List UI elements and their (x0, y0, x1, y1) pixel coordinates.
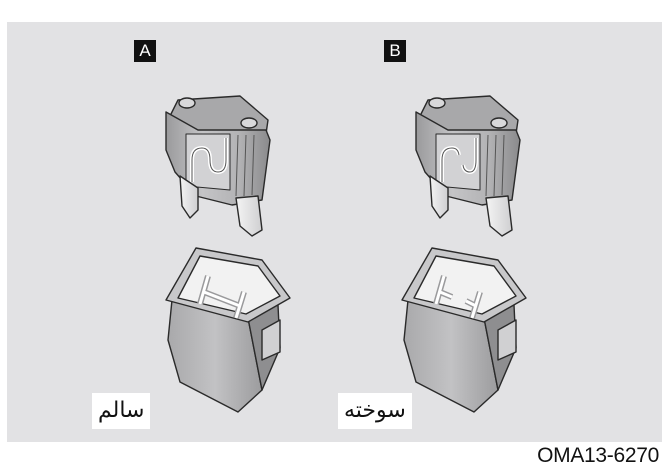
blade-fuse-a (165, 95, 271, 237)
label-b: B (384, 40, 406, 62)
caption-normal: سالم (92, 393, 151, 429)
cartridge-fuse-b (401, 247, 527, 413)
illustration-panel (7, 22, 662, 442)
blade-fuse-b (415, 95, 521, 237)
label-a: A (134, 40, 156, 62)
cartridge-fuse-a (165, 247, 291, 413)
caption-blown: سوخته (338, 393, 412, 429)
figure-code: OMA13-6270 (537, 444, 659, 467)
